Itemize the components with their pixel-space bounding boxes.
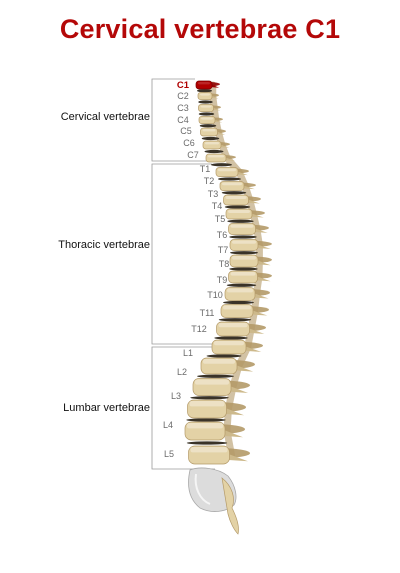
vertebra-t3 bbox=[223, 194, 261, 206]
intervertebral-disc bbox=[197, 374, 234, 378]
vertebra-label-t2: T2 bbox=[204, 176, 215, 186]
intervertebral-disc bbox=[218, 177, 241, 181]
intervertebral-disc bbox=[211, 163, 232, 167]
vertebra-t2 bbox=[219, 181, 256, 191]
vertebra-label-c1: C1 bbox=[177, 80, 190, 91]
vertebra-label-t4: T4 bbox=[212, 201, 223, 211]
vertebra-c1 bbox=[195, 80, 220, 90]
vertebra-label-t8: T8 bbox=[219, 259, 230, 269]
intervertebral-disc bbox=[224, 205, 251, 209]
vertebra-label-l4: L4 bbox=[163, 420, 173, 430]
vertebra-l1 bbox=[200, 357, 255, 375]
intervertebral-disc bbox=[204, 149, 224, 154]
vertebra-t8 bbox=[228, 270, 272, 284]
vertebra-l3 bbox=[187, 399, 246, 419]
vertebra-label-l3: L3 bbox=[171, 391, 181, 401]
vertebra-label-c4: C4 bbox=[177, 115, 189, 125]
vertebra-t5 bbox=[228, 223, 269, 235]
vertebra-label-t11: T11 bbox=[200, 308, 215, 318]
intervertebral-disc bbox=[186, 441, 228, 445]
vertebra-label-c6: C6 bbox=[183, 138, 195, 148]
vertebra-l4 bbox=[184, 421, 245, 441]
region-label-thoracic: Thoracic vertebrae bbox=[58, 239, 150, 251]
region-label-lumbar: Lumbar vertebrae bbox=[63, 402, 150, 414]
intervertebral-disc bbox=[197, 89, 212, 93]
vertebra-t4 bbox=[225, 208, 265, 220]
vertebra-label-t1: T1 bbox=[200, 164, 211, 174]
intervertebral-disc bbox=[214, 336, 248, 340]
vertebra-t9 bbox=[224, 287, 270, 301]
region-bracket-cervical bbox=[151, 78, 207, 162]
intervertebral-disc bbox=[198, 100, 213, 104]
sacrum bbox=[188, 467, 237, 512]
vertebra-c3 bbox=[198, 104, 221, 112]
intervertebral-disc bbox=[223, 300, 254, 305]
page-title: Cervical vertebrae C1 bbox=[59, 14, 341, 44]
coccyx bbox=[221, 477, 239, 535]
vertebra-label-l1: L1 bbox=[183, 348, 193, 358]
region-label-cervical: Cervical vertebrae bbox=[61, 111, 150, 123]
vertebra-label-t7: T7 bbox=[218, 245, 229, 255]
intervertebral-disc bbox=[218, 318, 252, 322]
vertebra-label-t10: T10 bbox=[207, 290, 223, 300]
region-bracket-lumbar bbox=[151, 346, 222, 470]
vertebra-label-t12: T12 bbox=[191, 324, 207, 334]
vertebra-label-c2: C2 bbox=[177, 91, 189, 101]
vertebra-c2 bbox=[197, 92, 219, 100]
intervertebral-disc bbox=[199, 124, 217, 128]
vertebra-c6 bbox=[202, 140, 230, 150]
vertebra-label-t6: T6 bbox=[217, 230, 228, 240]
vertebra-labels: C1C2C3C4C5C6C7T1T2T3T4T5T6T7T8T9T10T11T1… bbox=[163, 80, 229, 459]
vertebra-t11 bbox=[216, 321, 266, 337]
intervertebral-disc bbox=[198, 112, 215, 116]
vertebra-label-t5: T5 bbox=[215, 214, 226, 224]
vertebra-t6 bbox=[229, 239, 272, 251]
intervertebral-disc bbox=[186, 418, 226, 422]
vertebra-c4 bbox=[198, 116, 223, 124]
vertebra-t1 bbox=[215, 167, 249, 177]
vertebra-l2 bbox=[192, 378, 250, 396]
region-brackets bbox=[151, 78, 240, 470]
vertebra-label-t3: T3 bbox=[208, 189, 219, 199]
vertebra-label-t9: T9 bbox=[217, 275, 228, 285]
intervertebral-disc bbox=[230, 251, 258, 255]
spine-discs bbox=[186, 81, 263, 459]
vertebra-label-c7: C7 bbox=[187, 150, 199, 160]
intervertebral-disc bbox=[206, 354, 242, 358]
vertebra-label-l5: L5 bbox=[164, 449, 174, 459]
region-bracket-thoracic bbox=[151, 163, 240, 345]
vertebra-t7 bbox=[229, 254, 272, 268]
intervertebral-disc bbox=[226, 283, 257, 287]
vertebra-t10 bbox=[220, 304, 269, 318]
vertebra-t12 bbox=[211, 339, 263, 355]
vertebra-label-c3: C3 bbox=[177, 103, 189, 113]
vertebra-label-c5: C5 bbox=[180, 126, 192, 136]
intervertebral-disc bbox=[229, 235, 257, 239]
intervertebral-disc bbox=[190, 396, 229, 400]
vertebra-label-l2: L2 bbox=[177, 367, 187, 377]
vertebra-c5 bbox=[200, 127, 226, 137]
intervertebral-disc bbox=[229, 267, 258, 271]
spine-vertebrae bbox=[184, 80, 272, 535]
vertebra-l5 bbox=[188, 445, 250, 465]
intervertebral-disc bbox=[201, 136, 220, 141]
intervertebral-disc bbox=[221, 191, 247, 195]
vertebra-c7 bbox=[205, 153, 236, 163]
intervertebral-disc bbox=[227, 219, 254, 223]
